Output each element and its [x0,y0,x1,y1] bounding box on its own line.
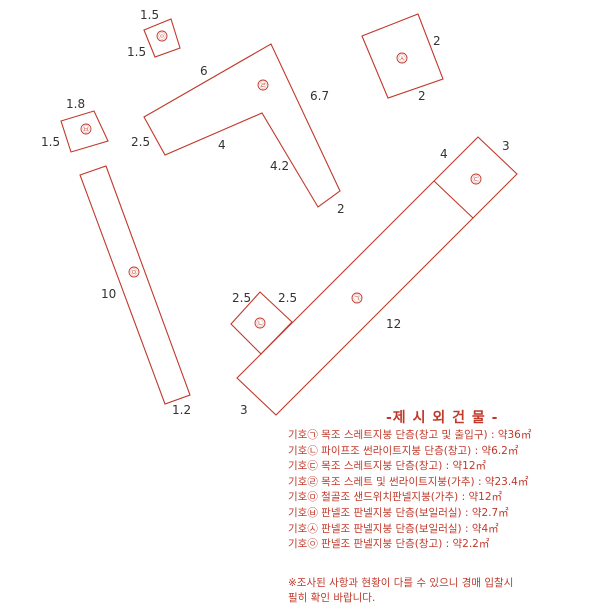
building-c-symbol: ㉢ [473,176,480,184]
legend-row-h: 기호㉧ 판넬조 판넬지붕 단층(창고) : 약2.2㎡ [288,538,490,551]
legend-row-c: 기호㉢ 목조 스레트지붕 단층(창고) : 약12㎡ [288,460,487,473]
building-h-left-label: 1.5 [127,45,146,59]
building-b-outline [230,291,293,355]
building-d-right-label: 6.7 [310,89,329,103]
building-f-symbol: ㉥ [83,126,90,134]
building-c-marker [470,173,482,185]
building-b-right-label: 2.5 [278,291,297,305]
building-g-bottom-label: 2 [418,89,426,103]
building-d-top-label: 6 [200,64,208,78]
building-a-length-label: 12 [386,317,401,331]
building-f-outline [60,110,109,153]
building-h-outline [143,18,181,58]
legend-title: -제 시 외 건 물 - [386,410,499,426]
legend-row-e: 기호㉤ 철골조 샌드위치판넬지붕(가추) : 약12㎡ [288,491,503,504]
building-f: ㉥ 1.8 1.5 [41,97,109,153]
building-f-marker [80,123,92,135]
building-h-symbol: ㉧ [159,33,166,41]
building-a: ㉠ 12 3 [236,136,518,417]
building-e-length-label: 10 [101,287,116,301]
building-d-end-label: 2 [337,202,345,216]
building-e-outline [79,165,191,405]
legend-note-line1: ※조사된 사항과 현황이 다를 수 있으니 경매 입찰시 [288,576,514,589]
legend-row-f: 기호㉥ 판넬조 판넬지붕 단층(보일러실) : 약2.7㎡ [288,506,509,519]
building-d-inner-right-label: 4.2 [270,159,289,173]
building-e-symbol: ㉤ [131,269,138,277]
legend-row-b: 기호㉡ 파이프조 썬라이트지붕 단층(창고) : 약6.2㎡ [288,444,519,457]
building-b-left-label: 2.5 [232,291,251,305]
legend-row-a: 기호㉠ 목조 스레트지붕 단층(창고 및 출입구) : 약36㎡ [288,429,532,441]
building-d-left-label: 2.5 [131,135,150,149]
legend-row-g: 기호㉦ 판넬조 판넬지붕 단층(보일러실) : 약4㎡ [288,522,499,535]
building-f-top-label: 1.8 [66,97,85,111]
building-g-marker [396,52,408,64]
legend-note-line2: 필히 확인 바랍니다. [288,591,376,604]
building-f-left-label: 1.5 [41,135,60,149]
legend: -제 시 외 건 물 - 기호㉠ 목조 스레트지붕 단층(창고 및 출입구) :… [288,408,604,606]
building-h: ㉧ 1.5 1.5 [127,8,181,59]
building-a-width-label: 3 [240,403,248,417]
building-b-symbol: ㉡ [257,320,264,328]
building-g-outline [361,13,444,99]
building-h-marker [156,30,168,42]
legend-row-d: 기호㉣ 목조 스레트 및 썬라이트지붕(가추) : 약23.4㎡ [288,475,529,488]
building-g-right-label: 2 [433,34,441,48]
building-h-top-label: 1.5 [140,8,159,22]
building-d: ㉣ 6 6.7 4.2 4 2.5 2 [131,43,345,216]
building-c-divider [433,180,474,219]
building-g: ㉦ 2 2 [361,13,444,103]
building-d-outline [143,43,341,208]
building-b: ㉡ 2.5 2.5 [230,291,297,355]
building-e-width-label: 1.2 [172,403,191,417]
building-g-symbol: ㉦ [399,55,406,63]
building-d-inner-bottom-label: 4 [218,138,226,152]
building-c-length-label: 4 [440,147,448,161]
building-c-width-label: 3 [502,139,510,153]
building-a-marker [351,292,363,304]
building-d-marker [257,79,269,91]
building-e: ㉤ 10 1.2 [79,165,191,417]
building-b-marker [254,317,266,329]
building-c: ㉢ 4 3 [440,139,510,185]
building-a-symbol: ㉠ [354,295,361,303]
legend-note: ※조사된 사항과 현황이 다를 수 있으니 경매 입찰시 필히 확인 바랍니다. [288,576,604,606]
building-e-marker [128,266,140,278]
building-d-symbol: ㉣ [260,82,267,90]
building-a-outline [236,136,518,416]
